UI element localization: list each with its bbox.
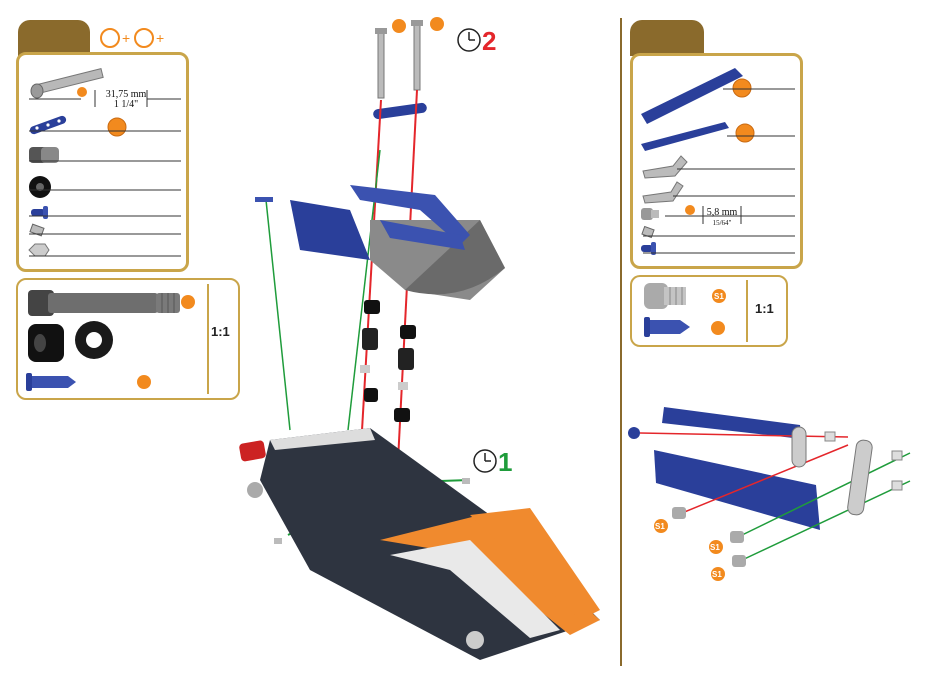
scale-ratio-left: 1:1	[211, 324, 230, 339]
angle-bracket-icon	[643, 156, 687, 178]
scale-box-right: S1 1:1	[630, 275, 788, 347]
count-dot-icon	[137, 375, 151, 389]
axle-bolt-icon	[28, 290, 180, 316]
count-dot-icon	[733, 79, 751, 97]
count-dot-icon	[736, 124, 754, 142]
hex-nut-icon	[29, 244, 49, 256]
count-dot-icon	[77, 87, 87, 97]
screw-large-icon	[644, 283, 686, 309]
dimension-metric-right: 5,8 mm	[703, 208, 741, 218]
parts-list-panel-left: 31,75 mm 1 1/4"	[16, 52, 189, 272]
clock-icon-step-top	[456, 27, 482, 53]
black-washer-icon	[29, 176, 51, 198]
scale-box-left: 1:1	[16, 278, 240, 400]
s1-callout-label: S1	[712, 570, 722, 579]
short-strip-icon	[29, 115, 67, 136]
parts-list-panel-right: 5,8 mm 15/64"	[630, 53, 803, 269]
parts-count-legend-icon: + +	[98, 26, 170, 50]
dimension-label-left: 31,75 mm 1 1/4"	[101, 90, 151, 110]
s1-callout-label: S1	[655, 522, 665, 531]
bucket-icon	[255, 185, 505, 300]
parts-list-right-drawing	[633, 56, 800, 266]
medium-strip-icon	[641, 122, 729, 151]
svg-text:+: +	[122, 30, 130, 46]
scale-ratio-right: 1:1	[755, 301, 774, 316]
count-dot-icon	[108, 118, 126, 136]
s1-callout-label: S1	[710, 543, 720, 552]
svg-text:+: +	[156, 30, 164, 46]
blue-rivet-icon	[31, 206, 48, 219]
step-number-top: 2	[482, 26, 496, 57]
clock-icon-step-bottom	[472, 448, 498, 474]
spacer-large-icon	[28, 324, 64, 362]
dimension-imperial-left: 1 1/4"	[101, 100, 151, 110]
rivet-large-icon	[644, 317, 690, 337]
parts-tab-right	[630, 20, 704, 56]
assembly-diagram-right	[620, 395, 940, 595]
s1-dot-icon	[685, 205, 695, 215]
dimension-imperial-right: 15/64"	[703, 218, 741, 228]
step-number-bottom: 1	[498, 447, 512, 478]
count-dot-icon	[181, 295, 195, 309]
parts-list-left-drawing	[19, 55, 186, 269]
screw-icon	[641, 208, 659, 220]
parts-tab-left	[18, 20, 90, 56]
count-dot-icon	[711, 321, 725, 335]
angle-bracket-small-icon	[643, 182, 683, 203]
long-strip-icon	[641, 68, 743, 124]
long-bolt-icon	[31, 69, 103, 98]
square-nut-icon	[462, 478, 470, 484]
square-nut-icon	[274, 538, 282, 544]
rivet-large-icon	[26, 373, 76, 391]
assembly-diagram-center	[230, 10, 610, 670]
count-dot-icon	[430, 17, 444, 31]
dimension-label-right: 5,8 mm 15/64"	[703, 208, 741, 228]
washer-large-icon	[75, 321, 113, 359]
count-dot-icon	[392, 19, 406, 33]
base-chassis-icon	[239, 428, 600, 660]
s1-badge-label: S1	[714, 292, 724, 301]
s1-screws-icon	[672, 507, 746, 567]
scale-box-left-drawing	[18, 280, 238, 398]
